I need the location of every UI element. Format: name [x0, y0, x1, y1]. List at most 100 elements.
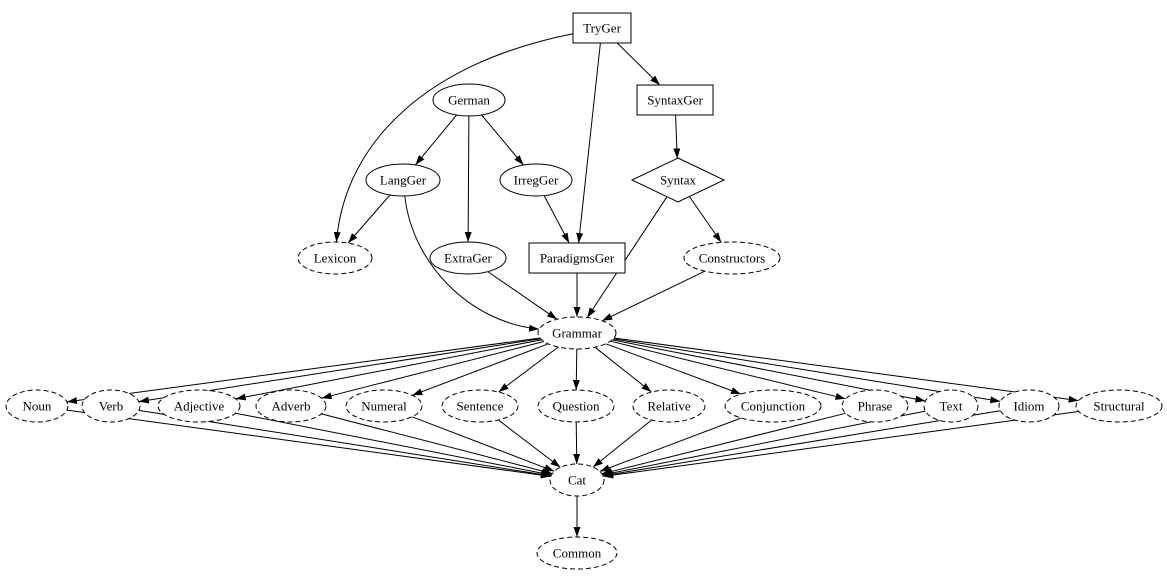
edge-phrase-cat: [601, 412, 846, 475]
sentence-label: Sentence: [457, 399, 504, 414]
edge-langger-grammar: [404, 195, 540, 332]
edge-grammar-conjunction: [605, 343, 742, 395]
node-adverb: Adverb: [255, 389, 327, 423]
node-noun: Noun: [5, 389, 69, 423]
syntaxger-label: SyntaxGer: [647, 93, 703, 108]
german-shape: [432, 83, 506, 117]
edge-grammar-question: [572, 348, 580, 391]
common-label: Common: [553, 546, 602, 561]
node-idiom: Idiom: [998, 389, 1060, 423]
edge-langger-lexicon: [347, 194, 391, 244]
node-constructors: Constructors: [683, 241, 781, 275]
edge-adjective-cat: [235, 412, 552, 477]
common-shape: [536, 536, 618, 570]
node-question: Question: [537, 389, 615, 423]
edge-relative-cat: [592, 419, 652, 468]
node-relative: Relative: [632, 389, 706, 423]
adjective-label: Adjective: [174, 399, 225, 414]
edge-grammar-phrase: [610, 340, 846, 400]
edge-syntaxger-syntax: [673, 114, 681, 159]
langger-shape: [365, 163, 441, 197]
node-langger: LangGer: [365, 163, 441, 197]
phrase-shape: [841, 389, 909, 423]
node-paradigmsger: ParadigmsGer: [528, 242, 626, 274]
conjunction-label: Conjunction: [741, 399, 806, 414]
edges-layer: [66, 33, 1079, 537]
conjunction-shape: [724, 389, 822, 423]
edge-grammar-adjective: [235, 339, 542, 401]
structural-label: Structural: [1093, 399, 1145, 414]
edge-tryger-syntaxger: [616, 42, 661, 86]
structural-shape: [1075, 389, 1163, 423]
numeral-shape: [345, 389, 423, 423]
edge-grammar-noun: [66, 337, 541, 405]
noun-shape: [5, 389, 69, 423]
edge-adverb-cat: [321, 413, 553, 475]
verb-label: Verb: [99, 399, 124, 414]
lexicon-label: Lexicon: [314, 251, 357, 266]
grammar-label: Grammar: [552, 326, 602, 341]
tryger-shape: [572, 12, 632, 44]
adverb-shape: [255, 389, 327, 423]
edge-structural-cat: [603, 411, 1079, 479]
edge-german-langger: [415, 114, 457, 166]
node-lexicon: Lexicon: [297, 241, 373, 275]
edge-syntax-constructors: [688, 196, 722, 243]
edge-grammar-relative: [594, 346, 652, 393]
node-text: Text: [923, 389, 979, 423]
cat-label: Cat: [568, 473, 586, 488]
numeral-label: Numeral: [361, 399, 407, 414]
question-shape: [537, 389, 615, 423]
node-structural: Structural: [1075, 389, 1163, 423]
edge-sentence-cat: [498, 419, 561, 468]
sentence-shape: [441, 389, 519, 423]
edge-tryger-paradigmsger: [576, 42, 601, 244]
extrager-label: ExtraGer: [444, 251, 492, 266]
syntaxger-shape: [636, 84, 714, 116]
node-syntax: Syntax: [630, 157, 726, 203]
node-syntaxger: SyntaxGer: [636, 84, 714, 116]
node-verb: Verb: [81, 389, 141, 423]
text-shape: [923, 389, 979, 423]
phrase-label: Phrase: [858, 399, 893, 414]
edge-constructors-grammar: [601, 270, 706, 322]
syntax-label: Syntax: [660, 173, 697, 188]
node-extrager: ExtraGer: [429, 241, 507, 275]
edge-question-cat: [573, 421, 581, 465]
edge-grammar-numeral: [412, 343, 549, 396]
node-sentence: Sentence: [441, 389, 519, 423]
edge-german-extrager: [464, 115, 472, 243]
edge-conjunction-cat: [599, 417, 742, 472]
lexicon-shape: [297, 241, 373, 275]
node-tryger: TryGer: [572, 12, 632, 44]
edge-grammar-idiom: [613, 338, 1001, 404]
node-phrase: Phrase: [841, 389, 909, 423]
cat-shape: [549, 463, 605, 497]
verb-shape: [81, 389, 141, 423]
node-numeral: Numeral: [345, 389, 423, 423]
grammar-shape: [537, 316, 617, 350]
paradigmsger-label: ParadigmsGer: [540, 251, 615, 266]
constructors-shape: [683, 241, 781, 275]
edge-numeral-cat: [411, 416, 555, 472]
edge-german-irregger: [481, 114, 524, 166]
irregger-label: IrregGer: [514, 173, 559, 188]
adverb-label: Adverb: [272, 399, 311, 414]
text-label: Text: [940, 399, 963, 414]
node-adjective: Adjective: [157, 389, 241, 423]
node-german: German: [432, 83, 506, 117]
edge-idiom-cat: [602, 410, 1001, 478]
node-irregger: IrregGer: [499, 163, 573, 197]
constructors-label: Constructors: [699, 251, 765, 266]
irregger-shape: [499, 163, 573, 197]
relative-label: Relative: [647, 399, 691, 414]
extrager-shape: [429, 241, 507, 275]
edge-noun-cat: [66, 409, 551, 479]
edge-tryger-lexicon: [333, 33, 574, 243]
noun-label: Noun: [23, 399, 52, 414]
german-label: German: [448, 93, 490, 108]
edge-grammar-sentence: [498, 346, 559, 393]
edge-grammar-adverb: [321, 341, 545, 400]
